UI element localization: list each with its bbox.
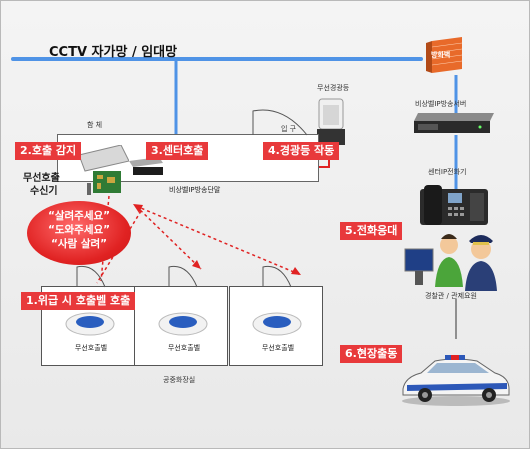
call-button-label-3: 무선호출벨 — [261, 344, 295, 352]
restroom-label: 공중화장실 — [163, 376, 196, 384]
entrance-door-arc — [252, 109, 308, 136]
siren-label: 무선경광등 — [317, 84, 350, 92]
police-label: 경찰관 / 관제요원 — [425, 292, 477, 300]
call-button-icon — [65, 312, 115, 336]
signal-arrows — [133, 204, 301, 275]
police-car-icon — [399, 349, 513, 407]
call-button-label-2: 무선호출벨 — [167, 344, 201, 352]
entrance-label: 입 구 — [281, 125, 297, 133]
step-5-label: 5.전화응대 — [340, 222, 403, 240]
police-operators-icon — [401, 229, 507, 291]
shout-bubble — [27, 201, 131, 265]
broadcast-terminal-icon — [127, 157, 163, 177]
stall-door-arcs — [76, 265, 292, 288]
center-phone-label: 센터IP전화기 — [428, 168, 467, 176]
wireless-receiver-icon — [73, 144, 130, 199]
shout-2: “도와주세요” — [47, 224, 111, 236]
firewall-label: 방화벽 — [431, 51, 451, 59]
call-button-icon — [252, 312, 302, 336]
shout-3: “사람 살려” — [50, 238, 108, 250]
terminal-label: 비상벨IP방송단말 — [169, 186, 221, 194]
firewall-icon — [426, 35, 464, 75]
step-1-label: 1.위급 시 호출벨 호출 — [21, 292, 136, 310]
ip-phone-icon — [418, 183, 490, 227]
siren-light-icon — [317, 97, 345, 147]
step-4-label: 4.경광등 작동 — [263, 142, 340, 160]
hamje-label: 함 체 — [87, 121, 103, 129]
receiver-label-line1: 무선호출 — [23, 173, 60, 184]
server-icon — [414, 113, 494, 137]
receiver-label-line2: 수신기 — [30, 186, 58, 197]
step-3-label: 3.센터호출 — [146, 142, 209, 160]
broadcast-server-label: 비상벨IP방송서버 — [415, 100, 467, 108]
step-6-label: 6.현장출동 — [340, 345, 403, 363]
step-2-label: 2.호출 감지 — [15, 142, 82, 160]
call-button-icon — [158, 312, 208, 336]
shout-1: “살려주세요” — [47, 210, 111, 222]
call-button-label-1: 무선호출벨 — [74, 344, 108, 352]
network-label: CCTV 자가망 / 임대망 — [49, 45, 178, 60]
